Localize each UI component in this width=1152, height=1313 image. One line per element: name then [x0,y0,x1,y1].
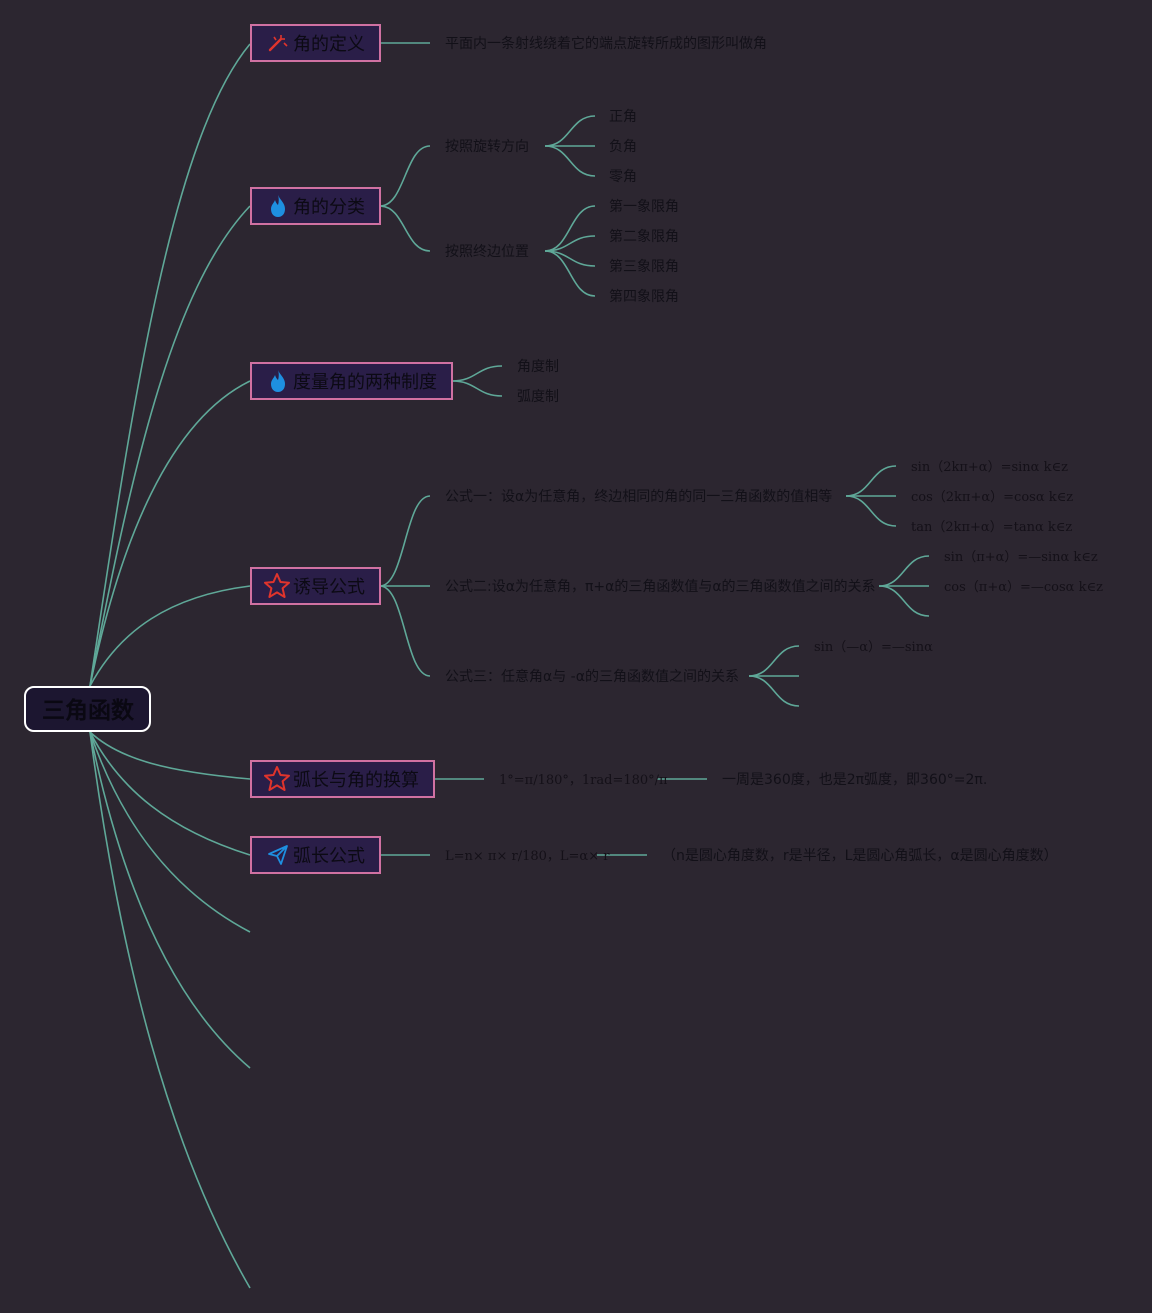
star-icon [264,573,290,598]
edge-radian [451,380,503,397]
formula-two-sin: sin（π+α）=—sinα k∈z [944,550,1098,565]
formula-two-cos: cos（π+α）=—cosα k∈z [944,580,1103,595]
topic-arc-length-formula[interactable]: 弧长公式 [250,836,381,874]
edge-classification-a [379,145,431,207]
root-node[interactable]: 三角函数 [24,686,151,732]
edge-f3-sin [748,645,800,677]
edge-terminal-1 [544,205,596,252]
classification-positive: 正角 [609,109,637,125]
topic-angle-classification[interactable]: 角的分类 [250,187,381,225]
formula-one-tan: tan（2kπ+α）=tanα k∈z [911,520,1072,535]
connector-lines [89,42,930,1289]
fire-icon [271,195,285,217]
edge-root-topic-3 [89,585,251,687]
definition-text: 平面内一条射线绕着它的端点旋转所成的图形叫做角 [445,35,767,52]
topic-angle-measurement[interactable]: 度量角的两种制度 [250,362,453,400]
quadrant-1: 第一象限角 [609,198,679,215]
classification-negative: 负角 [609,139,637,155]
conversion-note: 一周是360度，也是2π弧度，即360°=2π. [722,772,987,788]
edge-f1-sin [845,465,897,497]
edge-root-topic-5 [89,731,251,856]
edge-f1-tan [845,495,897,527]
topic-arc-angle-conversion[interactable]: 弧长与角的换算 [250,760,435,798]
edge-root-topic-2 [89,380,251,687]
topic-label: 度量角的两种制度 [293,372,437,393]
arc-length-note: （n是圆心角度数，r是半径，L是圆心角弧长，α是圆心角度数） [662,848,1058,864]
topic-box [250,362,453,400]
arc-length-formula: L=n× π× r/180，L=α× r [445,849,610,864]
root-node-box [24,686,151,732]
topic-label: 角的分类 [293,197,365,218]
star-icon [264,766,290,791]
edge-classification-b [379,205,431,252]
degree-system: 角度制 [517,359,559,375]
topic-label: 诱导公式 [293,577,365,598]
edge-rotation-3 [544,145,596,177]
edge-f3-empty-b [748,675,800,707]
edge-f2-empty [878,585,930,617]
edge-formula-3 [379,585,431,677]
edge-root-topic-4 [89,731,251,780]
fire-icon [271,370,285,392]
edge-f2-sin [878,555,930,587]
topic-label: 弧长公式 [293,846,365,867]
conversion-formula: 1°=π/180°，1rad=180°/π [499,773,668,788]
classification-zero: 零角 [609,169,637,185]
classification-by-terminal-side: 按照终边位置 [445,244,529,260]
quadrant-2: 第二象限角 [609,228,679,245]
topic-box [250,24,381,62]
topic-angle-definition[interactable]: 角的定义 [250,24,381,62]
formula-one-cos: cos（2kπ+α）=cosα k∈z [911,490,1073,505]
edge-root-topic-1 [89,205,251,687]
topic-box [250,567,381,605]
formula-three: 公式三：任意角α与 -α的三角函数值之间的关系 [445,668,739,685]
edge-rotation-1 [544,115,596,147]
formula-three-sin: sin（—α）=—sinα [814,640,933,655]
formula-one: 公式一：设α为任意角，终边相同的角的同一三角函数的值相等 [445,488,832,505]
edge-formula-1 [379,495,431,587]
edge-degree [451,365,503,382]
topic-label: 角的定义 [293,34,365,55]
send-icon [268,845,288,865]
quadrant-4: 第四象限角 [609,288,679,305]
edge-root-topic-0 [89,43,251,687]
edge-root-empty-8 [89,731,251,1289]
edge-root-empty-6 [89,731,251,933]
topic-induction-formulas[interactable]: 诱导公式 [250,567,381,605]
formula-two: 公式二:设α为任意角，π+α的三角函数值与α的三角函数值之间的关系 [445,578,876,595]
root-node-label: 三角函数 [42,697,135,724]
formula-one-sin: sin（2kπ+α）=sinα k∈z [911,460,1068,475]
topic-label: 弧长与角的换算 [293,770,419,791]
topic-box [250,760,435,798]
quadrant-3: 第三象限角 [609,258,679,275]
radian-system: 弧度制 [517,389,559,405]
edge-root-empty-7 [89,731,251,1069]
edge-terminal-4 [544,250,596,297]
wand-icon [268,35,288,52]
classification-by-rotation: 按照旋转方向 [445,139,529,155]
